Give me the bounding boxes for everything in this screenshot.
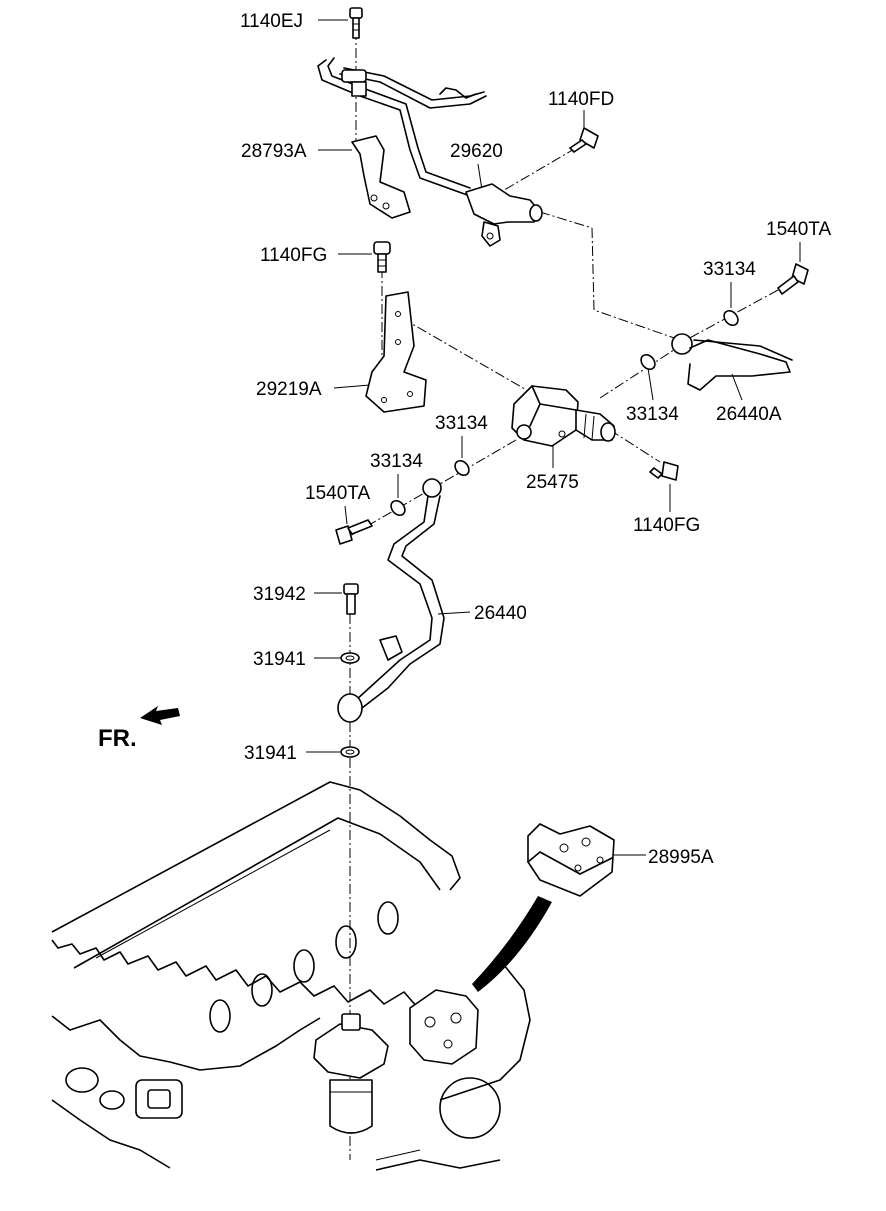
label-29620: 29620 [450,141,503,162]
valve-25475 [511,385,616,447]
label-1140FG-right: 1140FG [633,515,700,536]
leader-26440A [731,373,743,401]
leader-29219A [333,384,371,389]
axis-valve-right [599,345,681,399]
label-31941-bottom: 31941 [244,743,297,764]
bracket-28793A [351,135,411,219]
label-33134-top: 33134 [703,259,756,280]
label-29219A: 29219A [256,379,322,400]
axis-1140FD [493,147,577,197]
bolt-1540TA-left [335,519,373,545]
washer-33134-low [390,499,406,517]
part-28995A [527,823,615,897]
washer-31941-bottom [340,746,360,758]
bolt-31942 [343,583,359,615]
hose-26440 [337,478,445,723]
label-25475: 25475 [526,472,579,493]
label-26440A: 26440A [716,404,782,425]
label-26440: 26440 [474,603,527,624]
label-1540TA-top: 1540TA [766,219,831,240]
label-1540TA-left: 1540TA [305,483,370,504]
washer-33134-mid [640,353,656,371]
pipe-upper-assembly [317,57,487,197]
axis-1140FG-right [609,429,661,463]
hose-26440A [671,333,793,391]
axis-bracket-to-valve [401,317,531,393]
bolt-1140EJ [349,7,363,39]
bolt-1140FG-right [649,461,679,481]
bracket-29219A [365,291,427,413]
washer-31941-top [340,652,360,664]
washer-33134-left [454,459,470,477]
bolt-1140FG-top [373,241,391,273]
label-28995A: 28995A [648,847,714,868]
front-direction-label: FR. [98,725,137,752]
washer-33134-top [723,309,739,327]
label-1140FG-top: 1140FG [260,245,327,266]
label-33134-left: 33134 [435,413,488,434]
bolt-1140FD [569,127,599,153]
label-33134-mid: 33134 [626,404,679,425]
label-1140EJ: 1140EJ [240,11,303,32]
front-arrow-icon [140,706,180,725]
engine-block [51,781,531,1171]
label-31941-top: 31941 [253,649,306,670]
label-31942: 31942 [253,584,306,605]
label-28793A: 28793A [241,141,307,162]
axis-29620-hose [539,211,593,229]
detail-pointer-arrow [472,896,552,992]
valve-29620 [465,183,543,247]
leader-1540TA-left [344,505,348,525]
label-33134-low: 33134 [370,451,423,472]
bolt-1540TA-top [777,263,809,295]
axis-29620-to-26440A [591,227,681,341]
label-1140FD: 1140FD [548,89,614,110]
leader-33134-mid [647,367,654,401]
leader-29620 [477,163,483,191]
